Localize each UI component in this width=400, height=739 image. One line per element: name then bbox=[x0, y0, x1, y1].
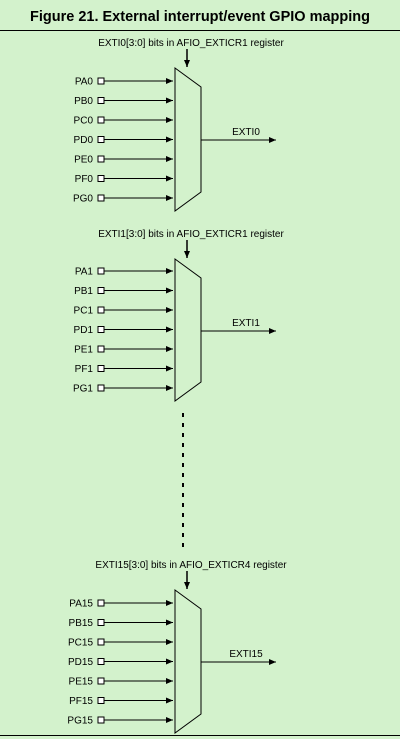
multiplexer bbox=[174, 258, 202, 402]
register-label: EXTI0[3:0] bits in AFIO_EXTICR1 register bbox=[98, 38, 284, 49]
title-divider bbox=[0, 30, 400, 31]
input-label: PB15 bbox=[69, 618, 94, 629]
mux-block-1: EXTI0[3:0] bits in AFIO_EXTICR1 register… bbox=[73, 38, 284, 212]
input-label: PA1 bbox=[75, 267, 94, 278]
input-pin bbox=[97, 306, 105, 314]
input-label: PB1 bbox=[74, 286, 93, 297]
input-label: PC0 bbox=[74, 116, 94, 127]
input-pin bbox=[97, 599, 105, 607]
input-pin bbox=[97, 326, 105, 333]
input-pin bbox=[97, 116, 105, 124]
input-pin bbox=[97, 136, 105, 143]
input-label: PC15 bbox=[68, 638, 93, 649]
input-pin bbox=[97, 619, 105, 626]
input-pin bbox=[97, 77, 105, 85]
input-pin bbox=[97, 365, 105, 372]
mux-block-2: EXTI1[3:0] bits in AFIO_EXTICR1 register… bbox=[73, 229, 284, 402]
output-label: EXTI0 bbox=[232, 127, 260, 138]
input-label: PE0 bbox=[74, 155, 93, 166]
input-pin bbox=[97, 384, 105, 392]
bottom-divider bbox=[0, 735, 400, 736]
input-label: PE1 bbox=[74, 345, 93, 356]
input-pin bbox=[97, 97, 105, 104]
input-pin bbox=[97, 345, 105, 353]
input-pin bbox=[97, 658, 105, 665]
input-label: PF15 bbox=[69, 696, 93, 707]
input-label: PE15 bbox=[69, 677, 94, 688]
output-label: EXTI1 bbox=[232, 318, 260, 329]
figure-title: Figure 21. External interrupt/event GPIO… bbox=[29, 9, 370, 25]
input-label: PA15 bbox=[69, 599, 93, 610]
input-pin bbox=[97, 697, 105, 704]
input-label: PF0 bbox=[75, 174, 94, 185]
mux-block-3: EXTI15[3:0] bits in AFIO_EXTICR4 registe… bbox=[67, 560, 287, 734]
input-pin bbox=[97, 638, 105, 646]
input-label: PF1 bbox=[75, 364, 94, 375]
input-label: PD1 bbox=[74, 325, 94, 336]
multiplexer bbox=[174, 589, 202, 734]
register-label: EXTI1[3:0] bits in AFIO_EXTICR1 register bbox=[98, 229, 284, 240]
input-pin bbox=[97, 175, 105, 182]
input-label: PC1 bbox=[74, 306, 94, 317]
input-label: PD15 bbox=[68, 657, 93, 668]
input-label: PD0 bbox=[74, 135, 94, 146]
input-label: PG0 bbox=[73, 194, 93, 205]
input-label: PB0 bbox=[74, 96, 93, 107]
input-pin bbox=[97, 287, 105, 294]
input-pin bbox=[97, 716, 105, 724]
input-label: PG1 bbox=[73, 384, 93, 395]
input-pin bbox=[97, 155, 105, 163]
input-pin bbox=[97, 267, 105, 275]
input-label: PG15 bbox=[67, 716, 93, 727]
multiplexer bbox=[174, 67, 202, 212]
input-pin bbox=[97, 194, 105, 202]
input-pin bbox=[97, 677, 105, 685]
register-label: EXTI15[3:0] bits in AFIO_EXTICR4 registe… bbox=[95, 560, 287, 571]
figure-title-bar: Figure 21. External interrupt/event GPIO… bbox=[0, 0, 400, 31]
output-label: EXTI15 bbox=[229, 649, 263, 660]
input-label: PA0 bbox=[75, 77, 94, 88]
